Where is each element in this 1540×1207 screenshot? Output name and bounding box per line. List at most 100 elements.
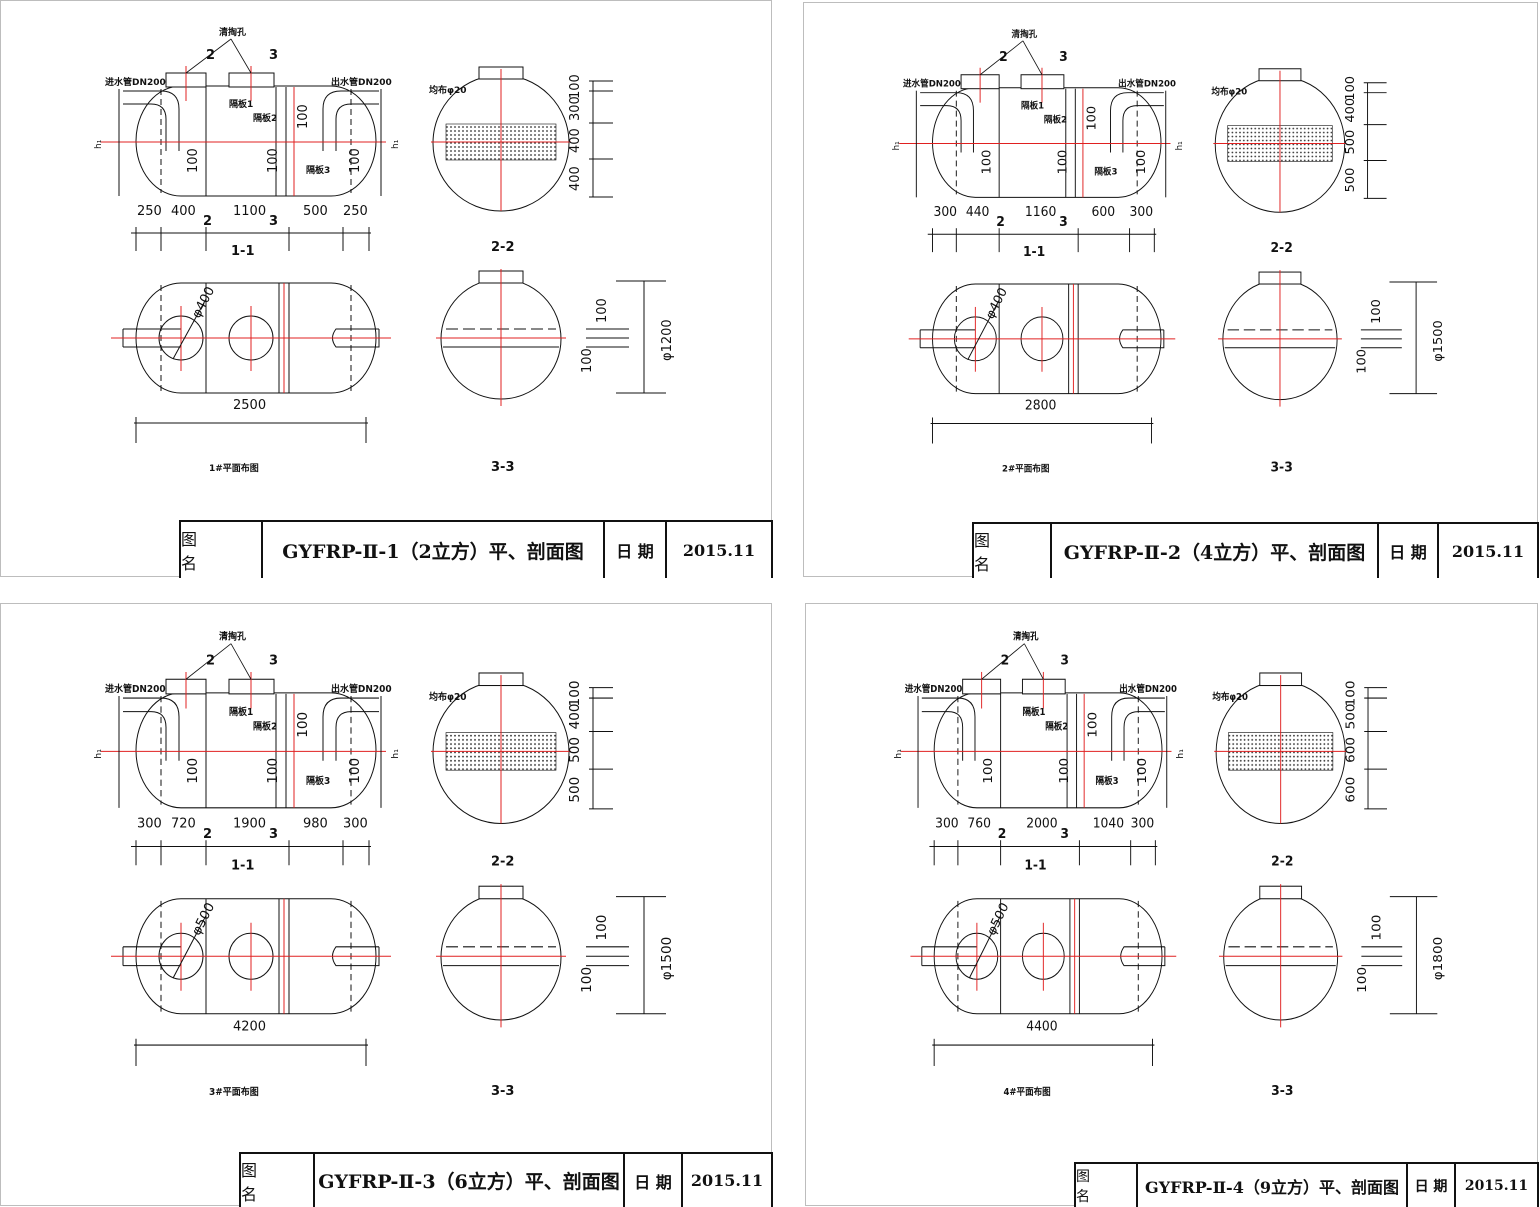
sec-mark-3-bottom: 3 <box>1060 827 1069 843</box>
plan-length: 4200 <box>233 1019 266 1034</box>
outlet-pipe-label: 出水管DN200 <box>1118 78 1176 90</box>
drawing-canvas: h₁ h₁ 100 100 100 100 进水管DN200 出水管DN200 … <box>894 630 1446 1099</box>
leader-2 <box>1022 40 1043 75</box>
plan-title: 2#平面布图 <box>1002 462 1050 474</box>
cross33-dia: φ1200 <box>660 319 675 361</box>
drawing-date: 2015.11 <box>690 1171 764 1190</box>
tank-body <box>135 692 377 809</box>
cross33-small-dims <box>1361 946 1403 967</box>
plan-hole-dia: φ500 <box>190 900 219 938</box>
sec-mark-3-top: 3 <box>269 48 278 63</box>
plan-title: 1#平面布图 <box>209 462 259 474</box>
section-1-1: h₁ h₁ 100 100 100 100 进水管DN200 出水管DN200 … <box>892 28 1184 260</box>
sec-mark-2-bottom: 2 <box>998 827 1007 843</box>
dim-seg-2: 760 <box>967 816 991 832</box>
sec-dim-3: 600 <box>1344 737 1358 763</box>
dim-seg-2: 440 <box>966 204 990 219</box>
cross33-100-b: 100 <box>1356 967 1370 993</box>
clean-hole-2 <box>1020 74 1065 90</box>
sec-dim-4: 500 <box>1343 168 1358 193</box>
section-1-1-title: 1-1 <box>1024 858 1046 874</box>
sec-dim-3: 500 <box>568 737 583 763</box>
outlet-pipe-label: 出水管DN200 <box>331 76 392 88</box>
clean-hole-label: 清掏孔 <box>219 26 246 38</box>
dim-seg-5: 300 <box>343 816 368 831</box>
sec-dim-ticks <box>1364 687 1388 810</box>
dim-100-a: 100 <box>982 758 996 784</box>
dim-seg-3: 1900 <box>233 816 266 831</box>
cross33-dia: φ1800 <box>1432 937 1446 981</box>
sec-mark-3-top: 3 <box>1059 49 1068 64</box>
leader-1 <box>981 643 1025 680</box>
section-1-1: h₁ h₁ 100 100 100 100 进水管DN200 出水管DN200 … <box>93 630 401 873</box>
h1-label-right: h₁ <box>1175 141 1185 151</box>
tank-body <box>932 87 1162 198</box>
sec-dim-2: 300 <box>568 96 583 121</box>
sec-dim-2: 500 <box>1344 704 1358 730</box>
sec-mark-2-top: 2 <box>206 48 215 63</box>
h1-label-left: h₁ <box>94 139 104 149</box>
dim-seg-4: 500 <box>303 204 328 219</box>
board1-label: 隔板1 <box>1022 705 1045 718</box>
plan-hole-dia: φ400 <box>189 284 218 321</box>
drawing-sheet-1: h₁ h₁ 100 100 100 100 进水管DN200 出水管DN200 … <box>0 0 773 578</box>
sec-mark-2-bottom: 2 <box>203 827 212 842</box>
title-block-label: 图 名 <box>181 522 263 578</box>
hole-label: 均布φ20 <box>429 691 467 703</box>
leader-1 <box>185 38 232 74</box>
section-2-2-title: 2-2 <box>1271 854 1293 870</box>
board1-label: 隔板1 <box>229 706 253 718</box>
h1-label-right: h₁ <box>390 749 401 759</box>
plan-hole-dia-leader <box>172 915 207 979</box>
plan-length: 4400 <box>1026 1019 1057 1035</box>
sec-dim-1: 100 <box>1343 76 1358 101</box>
h1-label-left: h₁ <box>93 749 104 759</box>
dim-seg-2: 400 <box>171 204 196 219</box>
dim-seg-5: 300 <box>1131 816 1155 832</box>
sec-dim-1: 100 <box>568 681 583 707</box>
h1-label-left: h₁ <box>892 141 902 151</box>
outlet-pipe-label: 出水管DN200 <box>331 683 392 695</box>
sec-dim-2: 400 <box>568 704 583 730</box>
outlet-pipe <box>322 90 379 151</box>
inlet-pipe <box>920 92 974 153</box>
section-2-2: 均布φ20 100 500 600 600 2-2 <box>1212 672 1388 870</box>
plan-hole-dia-leader <box>968 915 1002 979</box>
sec-dim-4: 600 <box>1344 777 1358 803</box>
section-1-1-title: 1-1 <box>231 858 254 873</box>
sec-dim-ticks <box>589 687 613 810</box>
dim-100-b: 100 <box>266 148 281 173</box>
plan-view: φ400 2800 2#平面布图 <box>908 283 1176 474</box>
sec-dim-ticks <box>1363 82 1387 199</box>
drawing-date: 2015.11 <box>1451 541 1525 561</box>
sec-dim-3: 400 <box>568 128 583 153</box>
sec-dim-4: 400 <box>568 166 583 191</box>
hole-label: 均布φ20 <box>1212 691 1248 704</box>
cross33-dia: φ1500 <box>1430 320 1445 361</box>
dim-100-b: 100 <box>1055 150 1070 175</box>
title-block-label: 图 名 <box>241 1154 315 1207</box>
section-2-2-title: 2-2 <box>1270 240 1292 255</box>
drawing-sheet-3: h₁ h₁ 100 100 100 100 进水管DN200 出水管DN200 … <box>0 603 773 1207</box>
dim-seg-1: 300 <box>935 816 959 832</box>
outlet-pipe <box>1110 92 1164 153</box>
h1-label-right: h₁ <box>1176 749 1186 759</box>
dim-chain-ticks <box>932 228 1155 253</box>
drawing-canvas: h₁ h₁ 100 100 100 100 进水管DN200 出水管DN200 … <box>93 630 675 1099</box>
cross33-dia: φ1500 <box>660 937 675 980</box>
title-block-label: 图 名 <box>974 524 1052 578</box>
outlet-pipe <box>1111 697 1165 761</box>
sec-mark-3-top: 3 <box>269 653 278 668</box>
dim-seg-2: 720 <box>171 816 196 831</box>
plan-view: φ500 4200 3#平面布图 <box>111 898 391 1098</box>
leader-1 <box>979 40 1024 76</box>
sec-dim-1: 100 <box>568 74 583 99</box>
date-label: 日 期 <box>1379 524 1439 578</box>
plan-title: 4#平面布图 <box>1003 1086 1050 1099</box>
drawing-sheet-4: h₁ h₁ 100 100 100 100 进水管DN200 出水管DN200 … <box>805 603 1539 1207</box>
dim-seg-4: 980 <box>303 816 328 831</box>
plan-hole-dia: φ500 <box>985 900 1012 938</box>
drawing-title: GYFRP-Ⅱ-2（4立方）平、剖面图 <box>1052 524 1379 578</box>
dim-100-a: 100 <box>186 148 201 173</box>
cross33-100-b: 100 <box>580 348 595 373</box>
